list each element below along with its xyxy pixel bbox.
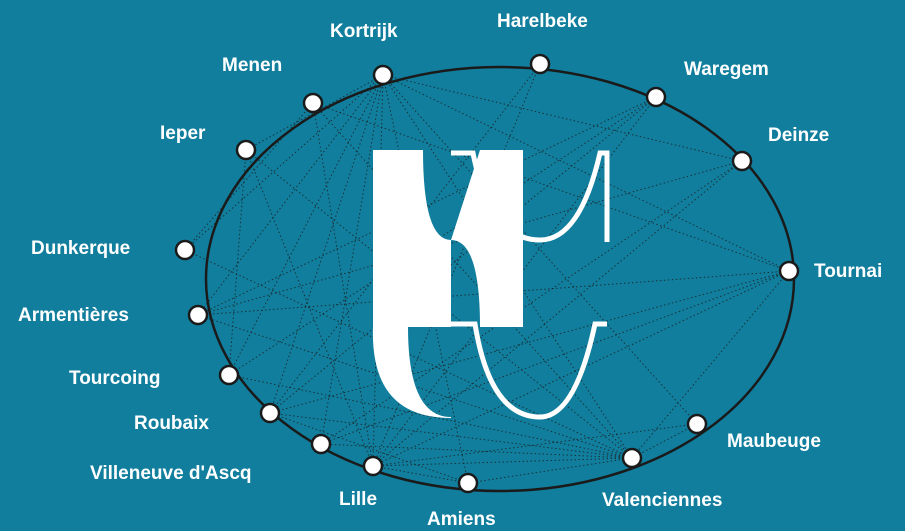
label-villeneuve: Villeneuve d'Ascq: [90, 463, 252, 484]
connection-valenciennes-amiens: [467, 457, 633, 484]
logo-lower-wave: [451, 321, 607, 420]
node-villeneuve: [310, 433, 332, 455]
label-tourcoing: Tourcoing: [69, 368, 161, 389]
wvi-logo-mark: [372, 150, 610, 420]
label-tournai: Tournai: [814, 261, 883, 282]
node-harelbeke: [529, 53, 551, 75]
node-valenciennes: [621, 447, 643, 469]
connection-maubeuge-lille: [372, 423, 698, 467]
connection-amiens-roubaix: [269, 412, 469, 484]
node-deinze: [731, 150, 753, 172]
connection-valenciennes-tourcoing: [228, 374, 633, 459]
label-dunkerque: Dunkerque: [31, 238, 131, 259]
connection-valenciennes-villeneuve: [320, 443, 633, 459]
connection-tournai-roubaix: [269, 270, 790, 414]
connection-amiens-lille: [372, 465, 469, 484]
label-deinze: Deinze: [768, 125, 830, 146]
logo-right-block: [451, 150, 523, 327]
label-maubeuge: Maubeuge: [727, 431, 821, 452]
node-waregem: [645, 86, 667, 108]
node-circles: [174, 53, 800, 494]
connection-menen-dunkerque: [184, 102, 314, 251]
connection-kortrijk-roubaix: [269, 74, 384, 414]
node-dunkerque: [174, 239, 196, 261]
node-menen: [302, 92, 324, 114]
label-kortrijk: Kortrijk: [330, 21, 398, 42]
label-harelbeke: Harelbeke: [497, 11, 588, 32]
node-ieper: [235, 139, 257, 161]
connection-kortrijk-tourcoing: [228, 74, 384, 376]
connection-maubeuge-valenciennes: [631, 423, 698, 459]
label-amiens: Amiens: [427, 509, 496, 530]
connection-kortrijk-deinze: [382, 74, 743, 162]
node-kortrijk: [372, 64, 394, 86]
node-tournai: [778, 260, 800, 282]
connection-ieper-lille: [245, 149, 374, 467]
label-armentieres: Armentières: [18, 305, 129, 326]
connection-valenciennes-lille: [372, 457, 633, 467]
connection-tournai-valenciennes: [631, 270, 790, 459]
logo-left-block: [372, 150, 451, 418]
label-lille: Lille: [339, 489, 378, 510]
node-roubaix: [259, 402, 281, 424]
node-amiens: [457, 472, 479, 494]
label-valenciennes: Valenciennes: [602, 490, 723, 511]
label-menen: Menen: [222, 55, 283, 76]
connection-tournai-lille: [372, 270, 790, 467]
node-lille: [362, 455, 384, 477]
node-tourcoing: [218, 364, 240, 386]
connection-tournai-villeneuve: [320, 270, 790, 445]
logo-upper-wave: [451, 150, 610, 243]
connection-kortrijk-armentieres: [197, 74, 384, 316]
connection-valenciennes-roubaix: [269, 412, 633, 459]
connection-waregem-armentieres: [197, 96, 657, 316]
connection-menen-lille: [312, 102, 374, 467]
connection-waregem-tourcoing: [228, 96, 657, 376]
label-waregem: Waregem: [684, 59, 769, 80]
connection-ieper-tourcoing: [228, 149, 247, 376]
label-roubaix: Roubaix: [134, 413, 209, 434]
node-armentieres: [187, 304, 209, 326]
connection-waregem-roubaix: [269, 96, 657, 414]
connection-kortrijk-tournai: [382, 74, 790, 272]
connection-deinze-villeneuve: [320, 160, 743, 445]
node-maubeuge: [686, 413, 708, 435]
label-ieper: Ieper: [160, 123, 206, 144]
connection-harelbeke-lille: [372, 63, 541, 467]
connection-menen-tournai: [312, 102, 790, 272]
connection-kortrijk-lille: [372, 74, 384, 467]
